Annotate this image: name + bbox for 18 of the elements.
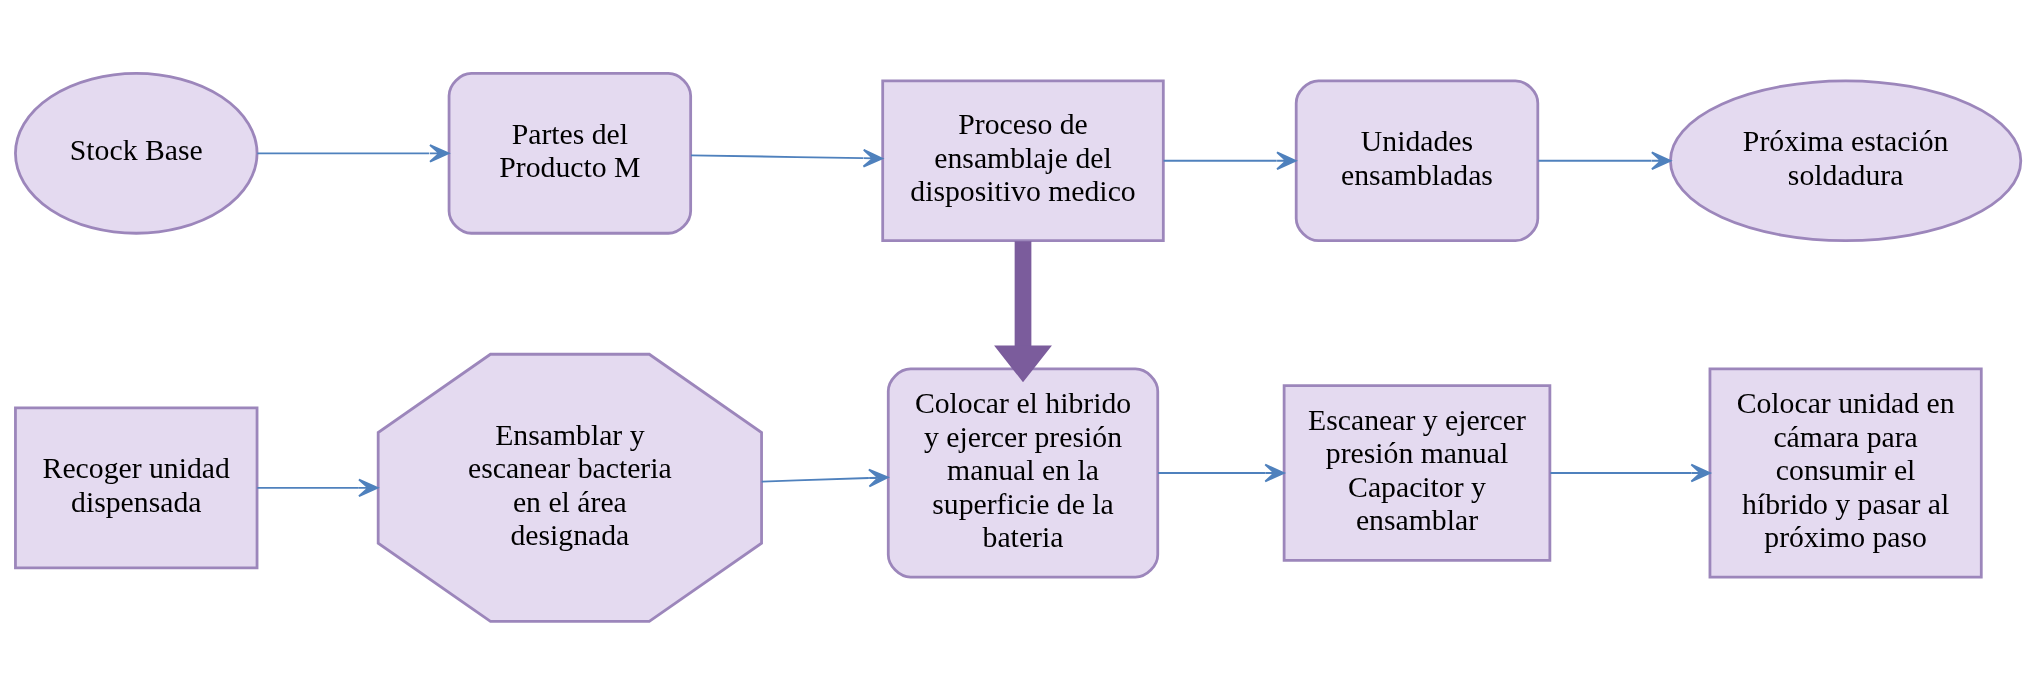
arrow (994, 240, 1052, 382)
node-box: Proceso de ensamblaje del dispositivo medico (881, 78, 1165, 242)
arrow (690, 148, 884, 167)
arrow (1162, 151, 1297, 170)
arrow (1537, 151, 1672, 170)
node-box: Escanear y ejercer presión manual Capacitor y ensamblar (1282, 383, 1552, 562)
node-box: Recoger unidad dispensada (14, 406, 259, 569)
node-box: Unidades ensambladas (1294, 78, 1540, 242)
node-ellipse: Stock Base (14, 71, 259, 235)
arrow (760, 468, 889, 487)
node-box: Colocar el hibrido y ejercer presión manual en la superficie de la bateria (886, 367, 1160, 578)
node-box: Partes del Producto M (447, 71, 693, 235)
arrow (1157, 463, 1285, 482)
arrow (256, 143, 450, 163)
arrow (1549, 463, 1711, 482)
node-box: Colocar unidad en cámara para consumir el híbrido y pasar al próximo paso (1708, 367, 1983, 578)
node-ellipse: Próxima estación soldadura (1669, 78, 2023, 242)
arrow (256, 478, 379, 497)
